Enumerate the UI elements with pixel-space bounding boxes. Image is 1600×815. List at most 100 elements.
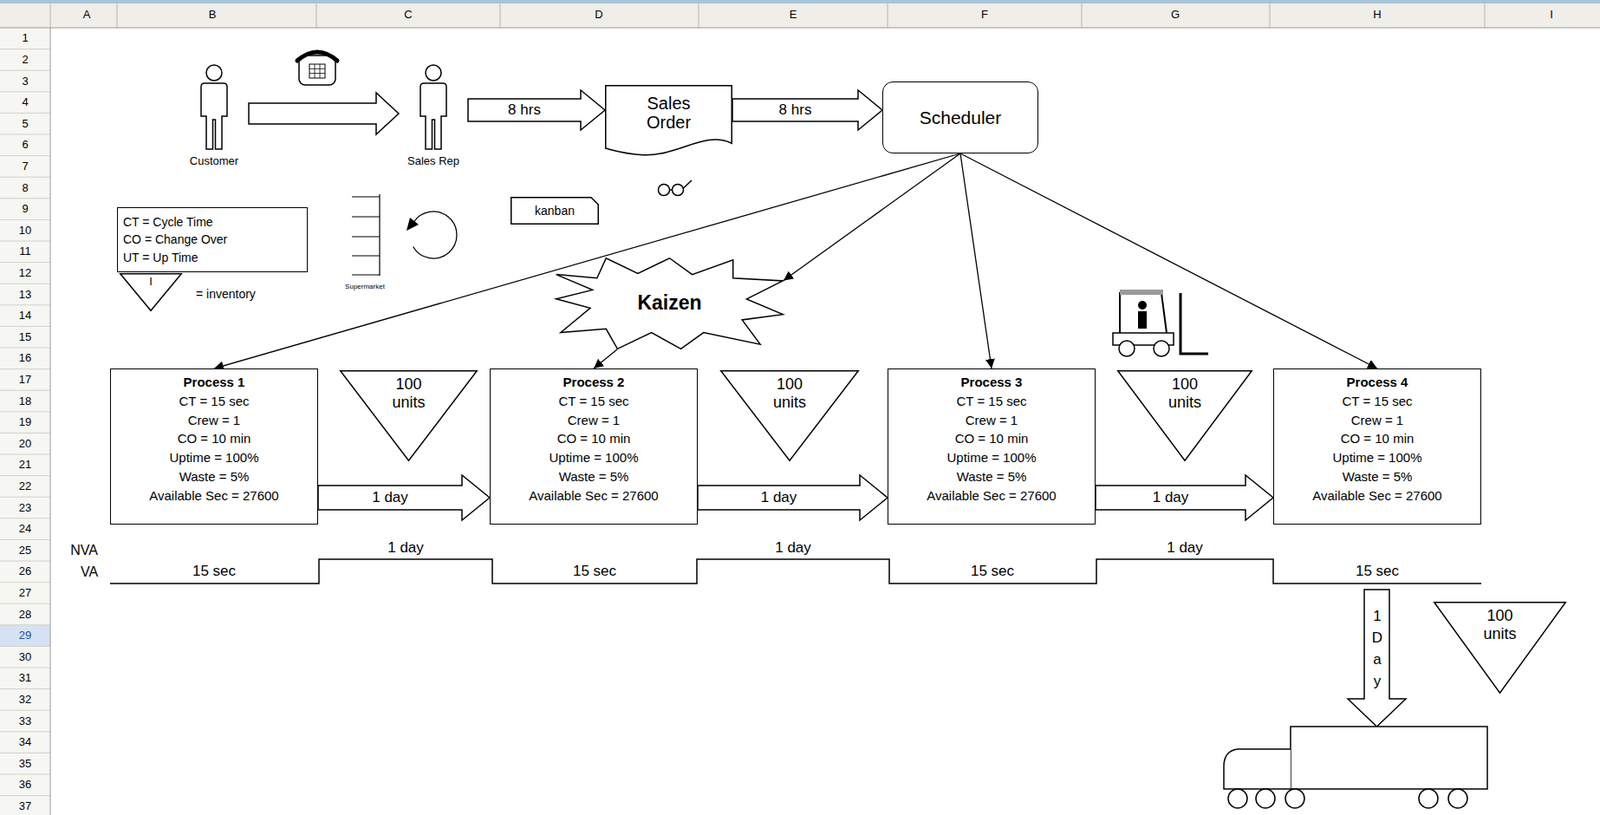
process-data: CO = 10 min (557, 429, 631, 449)
row-number: 26 (19, 565, 32, 579)
row-number: 17 (19, 372, 32, 387)
row-number: 33 (19, 714, 32, 729)
row-separators (0, 49, 51, 796)
process-data: Available Sec = 27600 (926, 486, 1056, 506)
row-number: 32 (19, 692, 32, 707)
forklift-icon (1112, 289, 1209, 357)
row-number: 20 (19, 436, 32, 451)
customer-figure: Customer (179, 64, 249, 170)
truck-wheel (1255, 788, 1275, 808)
row-number: 35 (19, 756, 32, 771)
tri-shape (721, 370, 859, 462)
process-data: Available Sec = 27600 (528, 486, 658, 506)
row-number: 19 (19, 415, 32, 430)
lead-time-label: 1 day (1151, 489, 1191, 507)
row-number: 31 (19, 671, 32, 686)
row-number: 13 (19, 287, 32, 302)
row-number: 4 (21, 95, 28, 110)
row-number: 37 (19, 799, 32, 814)
schedule-line (783, 153, 961, 280)
column-header: C (403, 7, 412, 22)
row-number: 25 (19, 543, 32, 558)
person-head (425, 65, 442, 81)
row-number: 18 (19, 394, 32, 409)
sales-order-document: Sales Order (604, 84, 733, 158)
schedule-line (960, 153, 992, 369)
window-edge (0, 0, 1600, 4)
lead-time-label: 1 day (370, 489, 410, 507)
process-data: Available Sec = 27600 (149, 486, 279, 506)
row-number: 2 (21, 52, 28, 67)
telephone-body (299, 55, 336, 85)
non-value-added-time: 1 day (387, 539, 424, 557)
tri-shape (1118, 370, 1253, 462)
process-data: Crew = 1 (188, 410, 241, 430)
withdrawal-loop (413, 211, 457, 259)
column-separators (50, 3, 1485, 28)
non-value-added-time: 1 day (1166, 539, 1204, 557)
process-data: Crew = 1 (1351, 410, 1404, 430)
process-box: Process 3CT = 15 secCrew = 1CO = 10 minU… (887, 368, 1096, 525)
supermarket-caption: Supermarket (344, 282, 385, 292)
process-data: CT = 15 sec (178, 391, 249, 411)
push-arrow (318, 474, 490, 521)
truck-icon (1223, 726, 1488, 808)
shipment-arrow (1347, 589, 1406, 727)
process-data: Waste = 5% (559, 467, 630, 487)
truck-cab (1223, 748, 1291, 789)
process-data: Crew = 1 (965, 410, 1018, 430)
schedule-line (960, 153, 1378, 369)
forklift-roof (1119, 289, 1164, 295)
process-data: CT = 15 sec (956, 391, 1027, 411)
supermarket-shelves (351, 194, 380, 276)
kanban-label: kanban (534, 203, 575, 219)
inventory-triangle: 100 units (1433, 601, 1567, 694)
value-added-time: 15 sec (970, 562, 1015, 580)
process-data: Available Sec = 27600 (1312, 486, 1442, 506)
column-header: D (594, 7, 603, 22)
row-number: 3 (21, 74, 28, 89)
tri-shape (340, 370, 478, 462)
row-number: 5 (21, 117, 28, 131)
tri-shape (120, 273, 183, 312)
kaizen-label: Kaizen (637, 291, 702, 316)
truck-wheel (1448, 788, 1468, 808)
process-data: Waste = 5% (179, 467, 250, 487)
row-number: 15 (19, 330, 32, 345)
column-header-bar (0, 0, 1600, 28)
scheduler-title: Scheduler (919, 106, 1002, 129)
doc-shape (605, 85, 733, 156)
kaizen-burst: Kaizen (555, 257, 784, 350)
inventory-quantity: 100 units (766, 375, 814, 411)
value-added-time: 15 sec (1355, 562, 1399, 580)
person-icon (196, 64, 232, 151)
value-added-time: 15 sec (192, 562, 236, 580)
timeline-row-name: VA (80, 563, 98, 580)
row-number: 30 (19, 650, 32, 664)
column-header: E (789, 7, 798, 22)
header-borders (0, 27, 1600, 815)
forklift-mast (1180, 292, 1209, 354)
row-number: 22 (19, 479, 32, 494)
forklift-wheel (1153, 340, 1170, 357)
row-number: 24 (19, 521, 32, 536)
schedule-line (593, 349, 618, 369)
row-number: 27 (19, 585, 32, 600)
forklift-cab (1119, 292, 1167, 333)
row-header-bar (0, 27, 51, 815)
telephone-handset (297, 52, 338, 61)
timeline-row-name: NVA (70, 541, 98, 559)
inventory-triangle: 100 units (720, 370, 859, 462)
glasses-frame (669, 180, 693, 190)
person-icon (416, 64, 451, 151)
inventory-letter: I (149, 275, 153, 289)
truck-wheel (1228, 788, 1248, 808)
inventory-triangle: 100 units (1117, 370, 1253, 462)
column-header: F (981, 7, 989, 22)
process-data: Uptime = 100% (549, 448, 639, 468)
inventory-triangle: 100 units (339, 370, 478, 462)
push-arrow (697, 474, 888, 521)
person-body (201, 83, 228, 150)
telephone-keypad (309, 64, 326, 79)
